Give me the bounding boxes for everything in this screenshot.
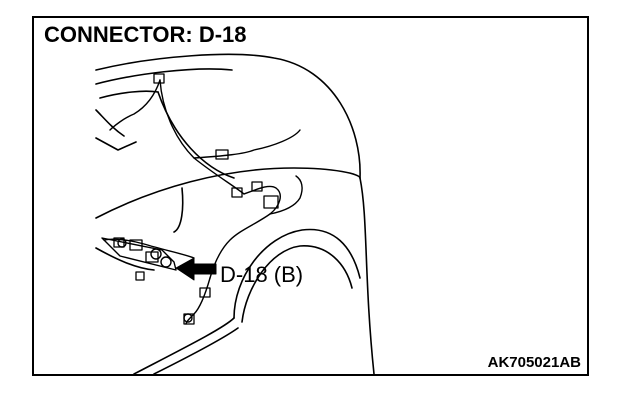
- diagram-title: CONNECTOR: D-18: [44, 22, 247, 47]
- car-body-wiring-drawing: [95, 53, 375, 374]
- d18-connector-bracket: [101, 237, 193, 323]
- connector-callout-label: D-18 (B): [220, 262, 304, 287]
- figure-id: AK705021AB: [487, 354, 581, 371]
- arrow-left-icon: [175, 257, 217, 281]
- car-body-outline: [95, 53, 375, 374]
- connector-blocks: [113, 73, 279, 325]
- diagram-frame: CONNECTOR: D-18 D-18 (B) AK705021AB: [32, 16, 589, 376]
